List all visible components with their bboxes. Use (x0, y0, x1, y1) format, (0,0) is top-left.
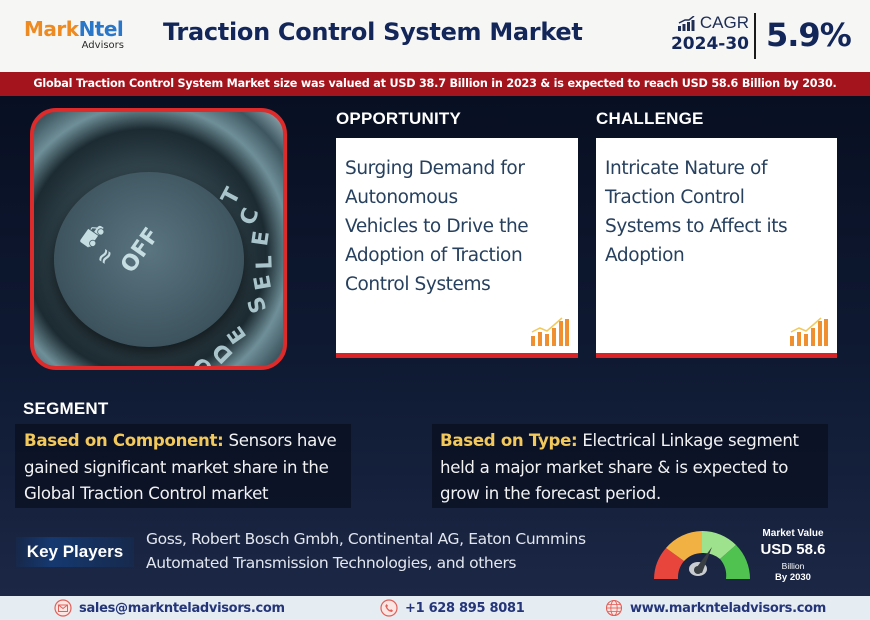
phone-icon (380, 599, 398, 617)
key-players-label: Key Players (16, 537, 134, 567)
key-players-list: Goss, Robert Bosch Gmbh, Continental AG,… (146, 530, 586, 572)
footer-website: www.marknteladvisors.com (630, 600, 827, 616)
cagr-value: 5.9% (766, 16, 852, 54)
footer: sales@marknteladvisors.com +1 628 895 80… (0, 596, 870, 620)
opportunity-text: Surging Demand for Autonomous Vehicles t… (345, 158, 529, 295)
cagr-years: 2024-30 (670, 34, 749, 54)
market-value-unit: Billion (781, 561, 805, 571)
growth-bars-icon (677, 15, 695, 31)
market-value-year: By 2030 (775, 572, 811, 583)
opportunity-heading: OPPORTUNITY (336, 109, 461, 128)
segment-type-box: Based on Type: Electrical Linkage segmen… (432, 424, 828, 508)
segment-component-key: Based on Component: (24, 431, 224, 450)
challenge-heading: CHALLENGE (596, 109, 704, 128)
traction-control-button-image: ⛟ ≈ OFF T C E L E S E D O M (30, 108, 287, 370)
segment-heading: SEGMENT (23, 399, 109, 418)
logo-ntel-text: Ntel (78, 17, 124, 41)
footer-phone: +1 628 895 8081 (405, 600, 525, 616)
button-knob (54, 172, 244, 347)
footer-website-link[interactable]: www.marknteladvisors.com (605, 596, 826, 620)
market-value-label: Market Value (762, 528, 824, 539)
challenge-text: Intricate Nature of Traction Control Sys… (605, 158, 788, 266)
cagr-label: CAGR (699, 13, 749, 32)
logo-mark-text: Mark (24, 17, 79, 41)
header: MarkNtel Advisors Traction Control Syste… (0, 0, 870, 72)
market-value-amount: USD 58.6 (760, 541, 826, 558)
footer-email: sales@marknteladvisors.com (79, 600, 285, 616)
market-gauge-icon (654, 530, 751, 579)
opportunity-card: Surging Demand for Autonomous Vehicles t… (336, 138, 578, 358)
footer-phone-link[interactable]: +1 628 895 8081 (380, 596, 525, 620)
cagr-divider (754, 13, 756, 59)
segment-type-key: Based on Type: (440, 431, 578, 450)
market-size-banner: Global Traction Control System Market si… (0, 72, 870, 96)
marknteladvisors-logo[interactable]: MarkNtel Advisors (24, 18, 134, 52)
growth-chart-icon (790, 317, 828, 346)
challenge-card: Intricate Nature of Traction Control Sys… (596, 138, 837, 358)
segment-component-box: Based on Component: Sensors have gained … (15, 424, 351, 508)
cagr-block: CAGR 2024-30 (664, 13, 749, 55)
mode-select-ring-text: T C E L E S E D O M (166, 184, 278, 370)
globe-icon (605, 599, 623, 617)
market-value-block: Market Value USD 58.6 Billion By 2030 (752, 527, 834, 584)
footer-email-link[interactable]: sales@marknteladvisors.com (54, 596, 285, 620)
email-icon (54, 599, 72, 617)
growth-chart-icon (531, 317, 569, 346)
page-title: Traction Control System Market (163, 18, 583, 46)
logo-subtitle: Advisors (81, 40, 124, 51)
